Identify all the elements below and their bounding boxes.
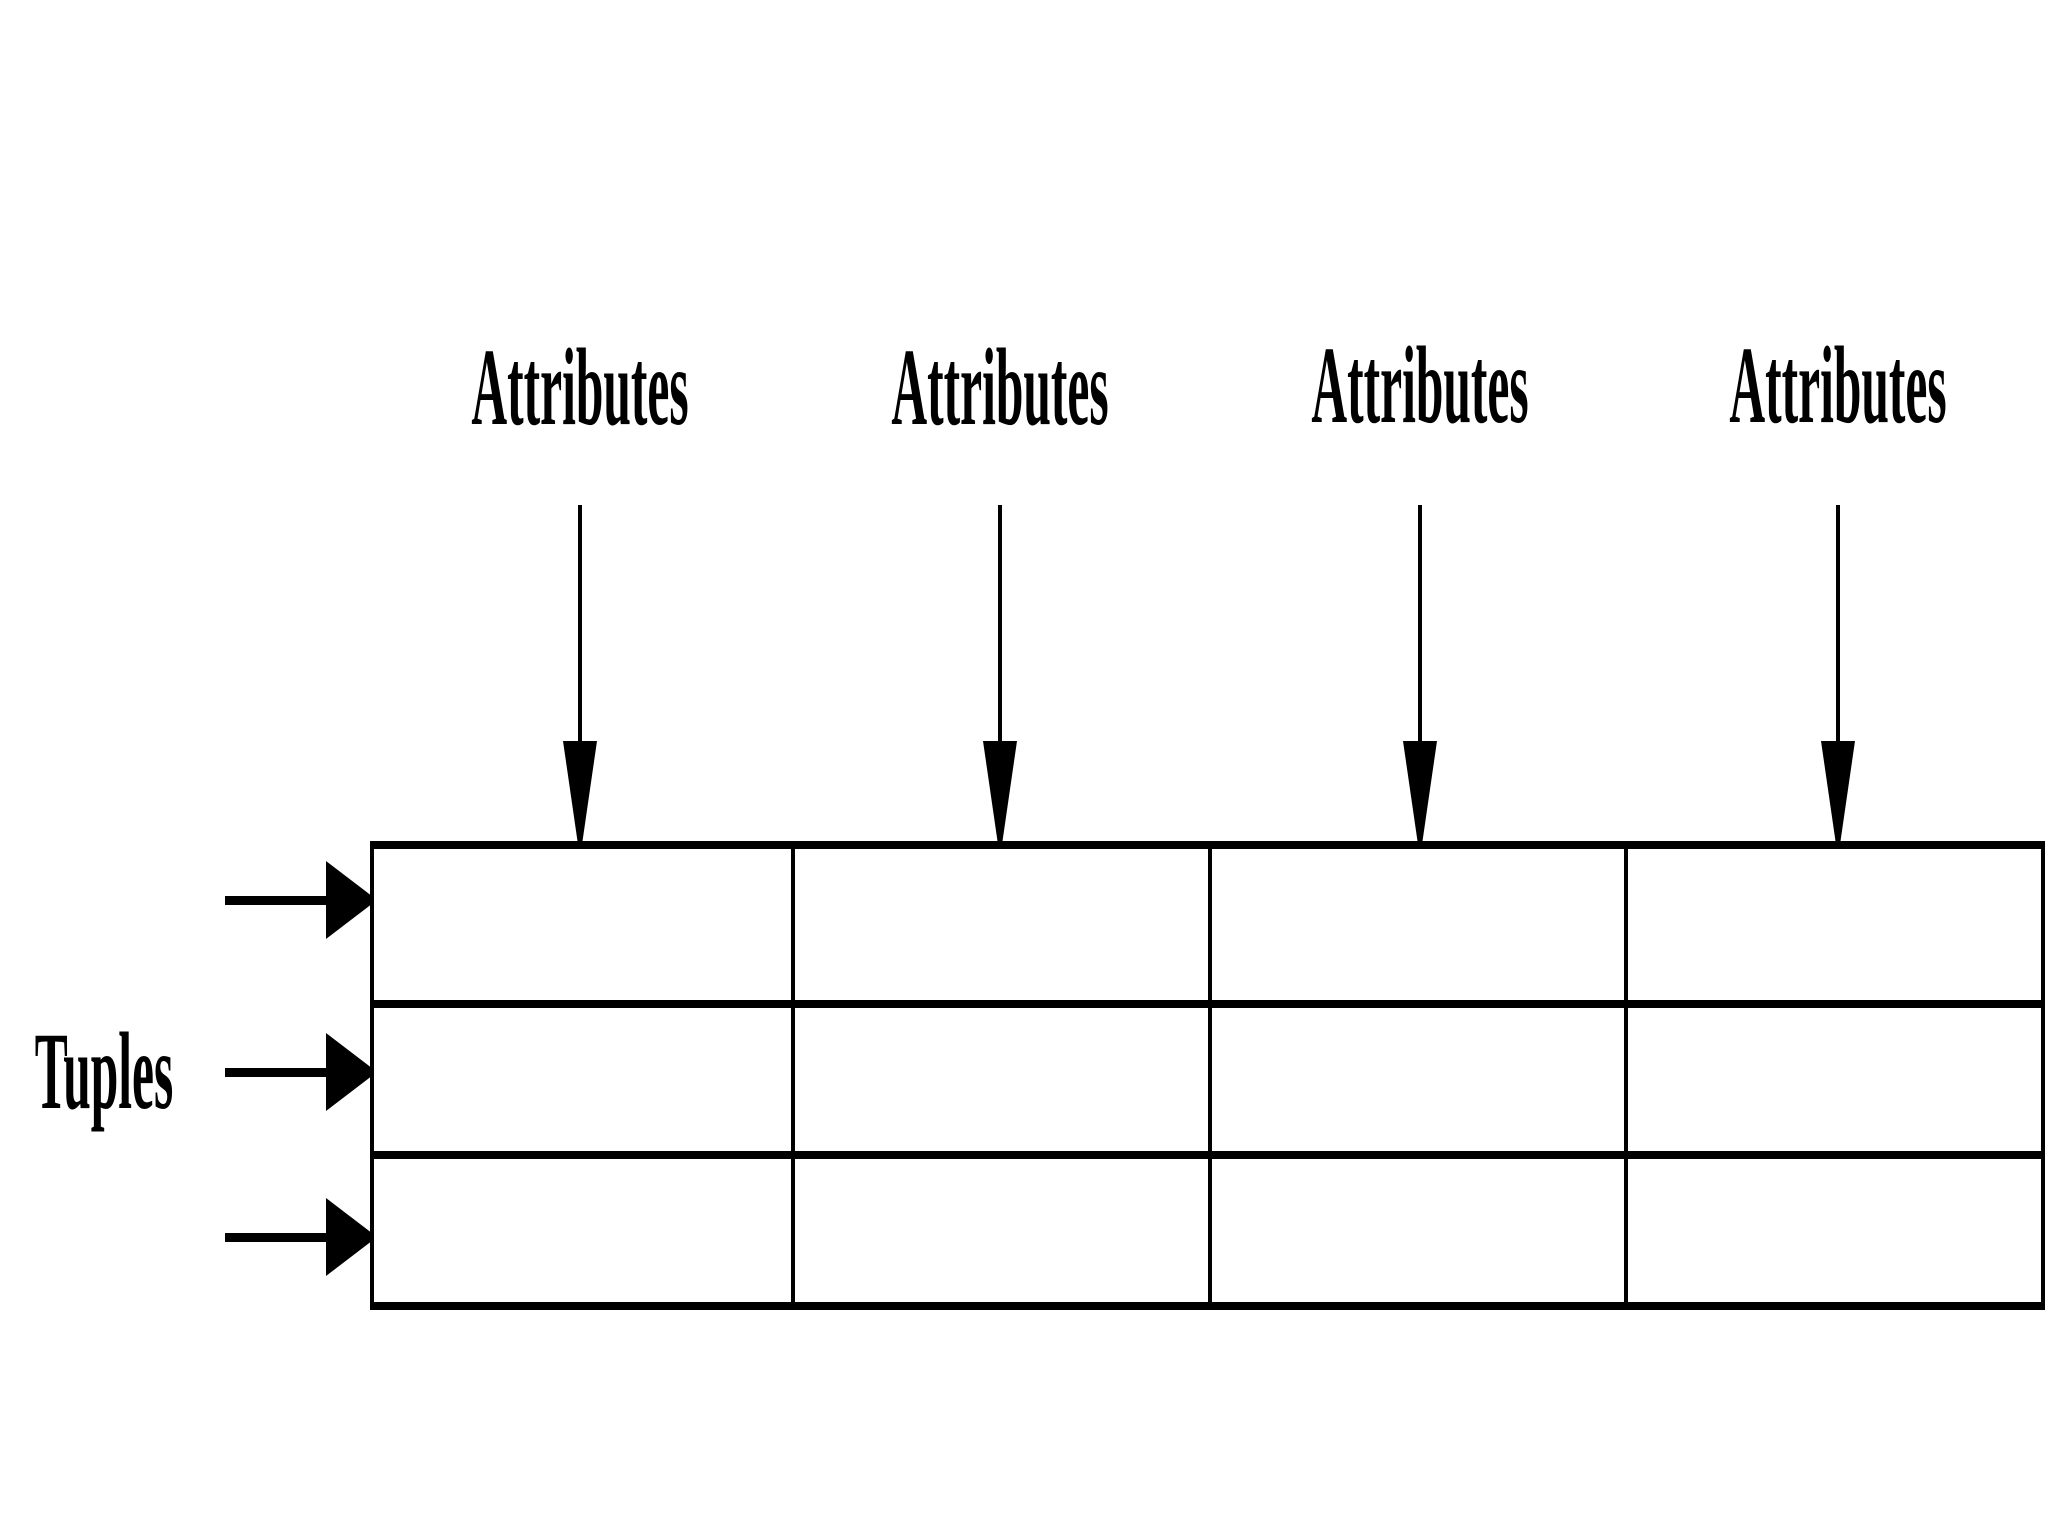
table-cell — [374, 1000, 791, 1151]
table-cell — [1624, 1151, 2041, 1302]
table-cell — [374, 849, 791, 1000]
relation-table — [370, 841, 2045, 1310]
attributes-label-4: Attributes — [1729, 324, 1947, 446]
table-cell — [790, 1151, 1208, 1302]
table-cell — [374, 1151, 791, 1302]
table-cell — [1624, 849, 2041, 1000]
table-cell — [1207, 849, 1625, 1000]
table-cell — [1624, 1000, 2041, 1151]
table-cell — [790, 849, 1208, 1000]
attributes-label-3: Attributes — [1311, 324, 1529, 446]
table-cell — [790, 1000, 1208, 1151]
attributes-label-1: Attributes — [471, 326, 689, 448]
attributes-label-2: Attributes — [891, 326, 1109, 448]
table-cell — [1207, 1151, 1625, 1302]
tuples-label: Tuples — [34, 1010, 174, 1132]
table-cell — [1207, 1000, 1625, 1151]
